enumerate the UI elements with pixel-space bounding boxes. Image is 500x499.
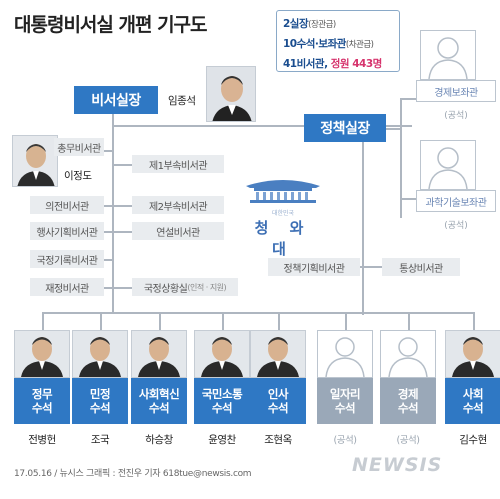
science-advisor-box: 과학기술보좌관 — [416, 190, 496, 212]
chief-aide-right-0: 제1부속비서관 — [132, 155, 224, 173]
science-advisor-status: (공석) — [444, 221, 468, 231]
chief-aide-0: 총무비서관 — [54, 138, 104, 156]
senior-secretary-name: (공석) — [396, 435, 420, 446]
person-photo-icon — [13, 136, 57, 186]
chief-aide-0-name: 이정도 — [64, 170, 92, 182]
senior-secretary-label: 사회혁신 수석 — [131, 378, 187, 424]
chief-aide-right-3: 국정상황실(인적 · 지원) — [132, 278, 238, 296]
chief-aide-2: 행사기획비서관 — [30, 222, 104, 240]
connector-chief-vertical — [112, 112, 114, 312]
senior-secretary-name: (공석) — [333, 435, 357, 446]
bluehouse-subtitle: 대한민국 — [271, 210, 295, 217]
person-photo-icon — [72, 330, 128, 378]
footer-credit: 17.05.16 / 뉴시스 그래픽 : 전진우 기자 618tue@newsi… — [14, 469, 252, 479]
senior-secretary-name: 윤영찬 — [208, 434, 236, 446]
senior-secretary-5: 일자리 수석 (공석) — [317, 330, 373, 446]
senior-secretary-label: 민정 수석 — [72, 378, 128, 424]
senior-secretary-name: 김수현 — [459, 434, 487, 446]
economy-advisor-status: (공석) — [444, 111, 468, 121]
senior-secretary-label: 사회 수석 — [445, 378, 500, 424]
newsis-watermark: NEWSIS — [352, 454, 443, 476]
connector-bottom-bus — [42, 312, 475, 314]
person-silhouette-icon — [428, 147, 468, 190]
policy-chief-node: 정책실장 — [304, 114, 386, 142]
person-photo-icon — [14, 330, 70, 378]
senior-secretary-label: 정무 수석 — [14, 378, 70, 424]
stats-line-1: 2실장(장관급) — [283, 18, 336, 30]
bluehouse-building-icon — [246, 180, 320, 203]
economy-advisor-photo — [420, 30, 476, 80]
senior-secretary-label: 일자리 수석 — [317, 378, 373, 424]
person-photo-icon — [131, 330, 187, 378]
policy-secretary-0: 정책기획비서관 — [268, 258, 360, 276]
person-photo-icon — [207, 67, 255, 121]
senior-secretary-label: 경제 수석 — [380, 378, 436, 424]
stats-line-2: 10수석·보좌관(차관급) — [283, 38, 374, 50]
senior-secretary-label: 인사 수석 — [250, 378, 306, 424]
person-silhouette-icon — [317, 330, 373, 378]
chief-secretary-name: 임종석 — [168, 95, 196, 107]
general-affairs-photo — [12, 135, 58, 187]
economy-advisor-box: 경제보좌관 — [416, 80, 496, 102]
senior-secretary-label: 국민소통 수석 — [194, 378, 250, 424]
senior-secretary-name: 전병헌 — [28, 434, 56, 446]
chief-aide-right-2: 연설비서관 — [132, 222, 224, 240]
chief-aide-1: 의전비서관 — [30, 196, 104, 214]
senior-secretary-6: 경제 수석 (공석) — [380, 330, 436, 446]
policy-secretary-1: 통상비서관 — [382, 258, 460, 276]
person-photo-icon — [445, 330, 500, 378]
page-title: 대통령비서실 개편 기구도 — [14, 14, 208, 36]
senior-secretary-name: 조현옥 — [264, 434, 292, 446]
bluehouse-logo: 대한민국 청 와 대 — [238, 172, 328, 258]
chief-aide-4: 재정비서관 — [30, 278, 104, 296]
chief-secretary-photo — [206, 66, 256, 122]
person-silhouette-icon — [380, 330, 436, 378]
bluehouse-name: 청 와 대 — [254, 219, 312, 258]
senior-secretary-name: 조국 — [90, 434, 110, 446]
stats-line-3: 41비서관, 정원 443명 — [283, 58, 382, 70]
person-photo-icon — [250, 330, 306, 378]
chief-aide-3: 국정기록비서관 — [30, 250, 104, 268]
chief-secretary-node: 비서실장 — [74, 86, 158, 114]
senior-secretary-name: 하승창 — [145, 434, 173, 446]
connector-main — [112, 125, 412, 127]
stats-box: 2실장(장관급) 10수석·보좌관(차관급) 41비서관, 정원 443명 — [276, 10, 400, 72]
person-photo-icon — [194, 330, 250, 378]
chief-aide-right-1: 제2부속비서관 — [132, 196, 224, 214]
person-silhouette-icon — [428, 37, 468, 80]
connector-policy-vertical — [362, 125, 364, 315]
science-advisor-photo — [420, 140, 476, 190]
